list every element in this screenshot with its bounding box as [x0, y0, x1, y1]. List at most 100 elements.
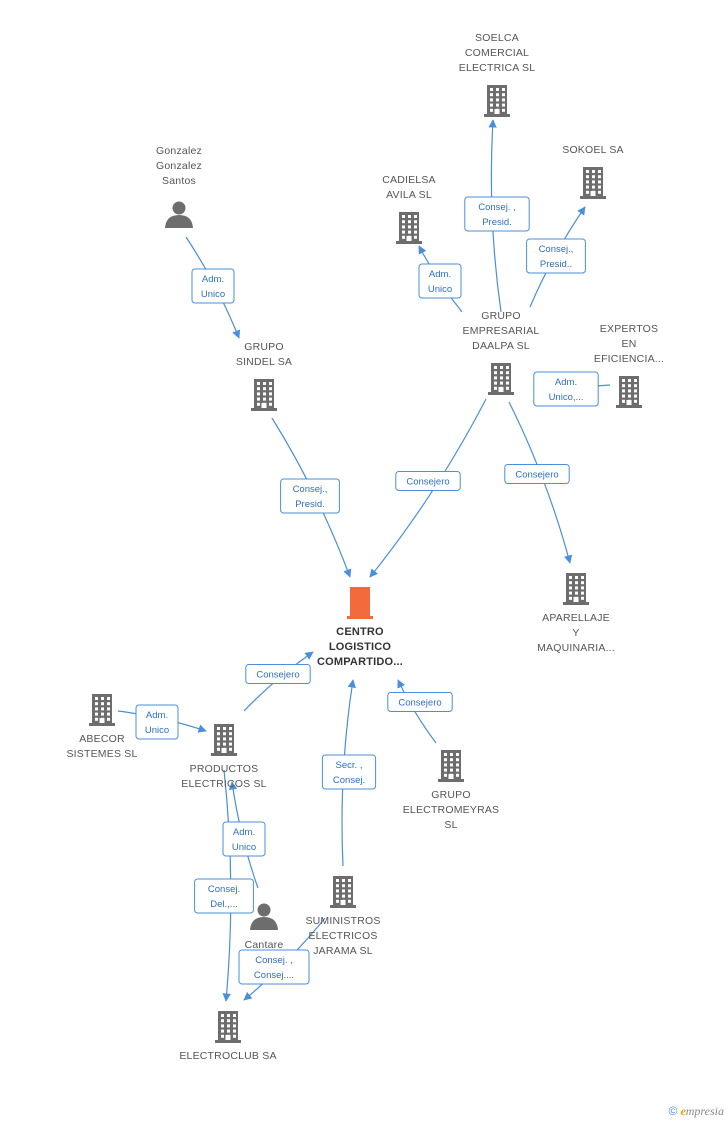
node-label: Gonzalez — [156, 145, 202, 157]
node-label: ELECTRICOS — [308, 930, 377, 942]
edge-label-box[interactable] — [135, 704, 179, 740]
edge-label-text[interactable]: Adm. — [146, 710, 168, 721]
edge-label-box[interactable] — [280, 478, 340, 514]
node-centro[interactable]: CENTRO LOGISTICO COMPARTIDO... — [317, 587, 403, 668]
node-label: CENTRO — [336, 626, 384, 638]
node-label: MAQUINARIA... — [537, 642, 615, 654]
person-icon[interactable] — [165, 201, 193, 229]
edge-label-text[interactable]: Unico — [145, 725, 169, 736]
edge-label-text[interactable]: Secr. , — [336, 760, 363, 771]
node-expertos[interactable]: EXPERTOSENEFICIENCIA... — [594, 323, 664, 408]
node-label: EXPERTOS — [600, 323, 658, 335]
edge-label-text[interactable]: Consej. — [208, 884, 240, 895]
node-label: SUMINISTROS — [305, 915, 380, 927]
edge-label-text[interactable]: Presid. — [295, 499, 325, 510]
edge-label-text[interactable]: Consejero — [398, 698, 441, 709]
node-aparellaje[interactable]: APARELLAJEYMAQUINARIA... — [537, 573, 615, 654]
edge-label-text[interactable]: Consejero — [256, 670, 299, 681]
node-label: Santos — [162, 175, 196, 187]
building-icon[interactable] — [580, 167, 606, 199]
edge-label-text[interactable]: Adm. — [233, 827, 255, 838]
copyright-symbol: © — [668, 1104, 678, 1118]
edge-label-text[interactable]: Unico — [201, 289, 225, 300]
node-productos[interactable]: PRODUCTOS ELECTRICOS SL — [181, 724, 267, 790]
edge-label-text[interactable]: Adm. — [429, 269, 451, 280]
building-icon[interactable] — [616, 376, 642, 408]
building-icon[interactable] — [563, 573, 589, 605]
node-electroclub[interactable]: ELECTROCLUB SA — [179, 1011, 276, 1062]
node-label: LOGISTICO — [329, 641, 392, 653]
node-label: SOKOEL SA — [562, 144, 624, 156]
node-label: SINDEL SA — [236, 356, 292, 368]
node-label: AVILA SL — [386, 189, 432, 201]
building-icon[interactable] — [211, 724, 237, 756]
edge-label-text[interactable]: Consej. — [333, 775, 365, 786]
node-label: PRODUCTOS — [190, 763, 259, 775]
node-gruposindel[interactable]: GRUPO SINDEL SA — [236, 341, 292, 411]
edge-label-box[interactable] — [526, 238, 586, 274]
edge-label-text[interactable]: Unico,... — [549, 392, 584, 403]
edge-label-text[interactable]: Consej.... — [254, 970, 294, 981]
building-icon[interactable] — [251, 379, 277, 411]
building-icon[interactable] — [484, 85, 510, 117]
node-label: JARAMA SL — [313, 945, 373, 957]
building-icon[interactable] — [330, 876, 356, 908]
edge-label-text[interactable]: Del.,... — [210, 899, 237, 910]
node-label: CADIELSA — [382, 174, 436, 186]
node-label: ELECTRICOS SL — [181, 778, 266, 790]
edge-label-text[interactable]: Consejero — [515, 470, 558, 481]
edge-label-box[interactable] — [245, 664, 311, 684]
node-label: GRUPO — [431, 789, 471, 801]
edge-label-box[interactable] — [191, 268, 235, 304]
brand-initial: e — [680, 1104, 686, 1118]
edge-label-box[interactable] — [321, 754, 377, 790]
node-suministros[interactable]: SUMINISTROS ELECTRICOS JARAMA SL — [305, 876, 380, 957]
node-label: EN — [622, 338, 637, 350]
node-sokoel[interactable]: SOKOEL SA — [562, 144, 624, 199]
edge-label-text[interactable]: Consej. , — [478, 202, 516, 213]
edge-label-box[interactable] — [222, 821, 266, 857]
edge-labels-layer: Consej. , Presid. Consej., Presid.. Adm. Unic… — [135, 196, 599, 985]
edge-label-box[interactable] — [395, 471, 461, 491]
edge-label-text[interactable]: Consej., — [293, 484, 328, 495]
node-label: DAALPA SL — [472, 340, 530, 352]
edge-label-text[interactable]: Consejero — [406, 477, 449, 488]
node-label: EMPRESARIAL — [463, 325, 540, 337]
edge-label-text[interactable]: Adm. — [555, 377, 577, 388]
edge-label-text[interactable]: Adm. — [202, 274, 224, 285]
edge-label-text[interactable]: Presid.. — [540, 259, 572, 270]
nodes-layer: CENTRO LOGISTICO COMPARTIDO... SOELCACOMERC… — [66, 32, 664, 1062]
edge-label-box[interactable] — [387, 692, 453, 712]
building-icon[interactable] — [438, 750, 464, 782]
edge-label-text[interactable]: Consej. , — [255, 955, 293, 966]
node-cadielsa[interactable]: CADIELSA AVILA SL — [382, 174, 436, 244]
building-icon[interactable] — [396, 212, 422, 244]
node-label: APARELLAJE — [542, 612, 610, 624]
node-label: ABECOR — [79, 733, 125, 745]
edge-label-box[interactable] — [464, 196, 530, 232]
building-icon[interactable] — [89, 694, 115, 726]
edge-label-box[interactable] — [238, 949, 310, 985]
building-icon[interactable] — [488, 363, 514, 395]
edge-label-box[interactable] — [194, 878, 254, 914]
edge-label-text[interactable]: Unico — [232, 842, 256, 853]
highlighted-building-icon[interactable] — [347, 587, 373, 619]
edge-label-text[interactable]: Presid. — [482, 217, 512, 228]
footer-brand[interactable]: © empresia — [669, 1104, 724, 1119]
edge-label-box[interactable] — [504, 464, 570, 484]
node-label: COMPARTIDO... — [317, 656, 403, 668]
person-icon[interactable] — [250, 903, 278, 931]
edge-label-text[interactable]: Unico — [428, 284, 452, 295]
edge-label-box[interactable] — [533, 371, 599, 407]
node-label: GRUPO — [244, 341, 284, 353]
edge-label-box[interactable] — [418, 263, 462, 299]
node-label: ELECTROCLUB SA — [179, 1050, 276, 1062]
edge-label-text[interactable]: Consej., — [539, 244, 574, 255]
building-icon[interactable] — [215, 1011, 241, 1043]
